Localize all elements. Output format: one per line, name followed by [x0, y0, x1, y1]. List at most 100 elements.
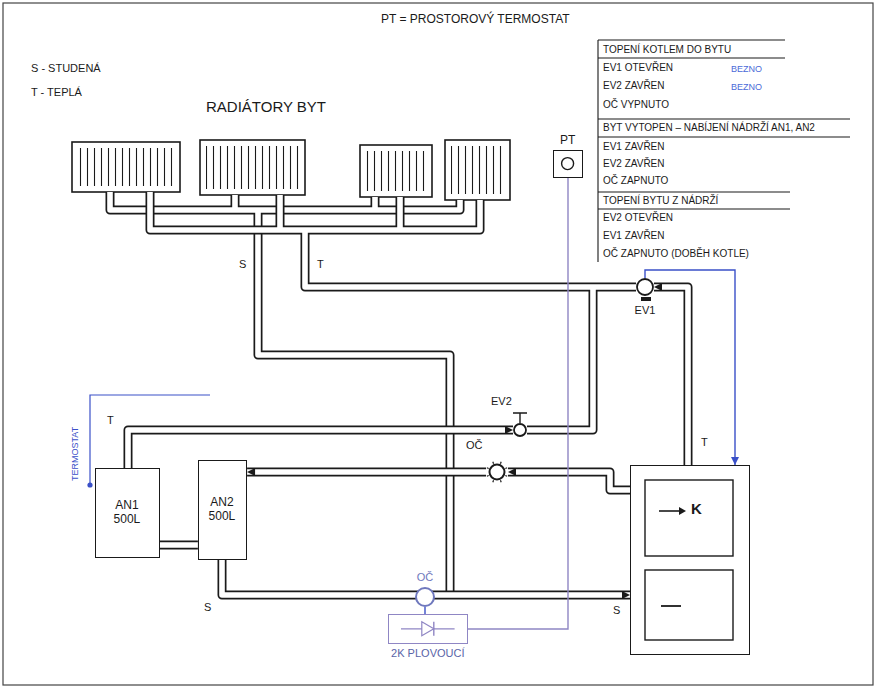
node-outline — [554, 151, 581, 176]
pump-ray — [500, 462, 502, 464]
pipe-label: T — [700, 436, 709, 449]
pipe-label: S — [203, 601, 212, 614]
pipe-bore — [128, 430, 513, 468]
mode-heading: BYT VYTOPEN – NABÍJENÍ NÁDRŽÍ AN1, AN2 — [602, 122, 816, 134]
boiler-door — [645, 480, 733, 556]
storage-tank: AN1 500L — [95, 468, 160, 558]
radiator — [360, 145, 432, 197]
boiler-label: K — [691, 500, 702, 518]
node-outline — [415, 587, 435, 607]
mode-heading: TOPENÍ BYTU Z NÁDRŽÍ — [602, 195, 719, 207]
valve-label: EV2 — [491, 395, 512, 408]
pump-label: OČ — [417, 571, 434, 584]
charging-pipe — [247, 472, 486, 473]
radiator-fins — [78, 148, 174, 186]
boiler: K — [630, 465, 750, 655]
key-note: S - STUDENÁ — [30, 62, 102, 75]
pipe-wall — [654, 287, 688, 465]
storage-tank: AN2 500L — [198, 460, 247, 560]
alt-pump: OČ — [415, 587, 435, 607]
pipe-bore — [160, 542, 198, 548]
note-rules — [598, 40, 850, 262]
pipe-wall — [508, 472, 630, 490]
radiator — [445, 140, 510, 200]
tank-label: AN2 500L — [204, 495, 240, 524]
control-wire — [425, 607, 426, 614]
pump-ray — [487, 475, 489, 477]
solenoid-valve: EV1 — [636, 278, 654, 296]
mode-heading: TOPENÍ KOTLEM DO BYTU — [602, 44, 732, 56]
sensor-label: TERMOSTAT — [70, 426, 81, 482]
pipe-wall — [160, 541, 198, 550]
pump-ray — [505, 475, 507, 477]
boiler-door — [645, 570, 733, 640]
radiator-fins — [451, 146, 504, 194]
valve-label: EV1 — [635, 304, 656, 317]
pipe-label: S — [612, 604, 621, 617]
tank-link-pipe — [160, 545, 198, 546]
pump-label: OČ — [466, 439, 483, 452]
node-outline — [389, 615, 467, 643]
charging-pipe — [508, 472, 630, 490]
pump-ray — [492, 480, 494, 482]
node-outline — [486, 461, 508, 483]
door-handle — [659, 510, 680, 512]
radiator-label: RADIÁTORY BYT — [205, 98, 327, 116]
hot-pipe-bore — [150, 192, 636, 430]
valve-actuator — [641, 297, 651, 301]
pipe-label: S — [238, 258, 247, 271]
pump-ray — [492, 462, 494, 464]
pump-ray — [505, 467, 507, 469]
mode-note: OČ VYPNUTO — [602, 99, 670, 111]
valve-actuator — [513, 413, 527, 423]
pipe-label: T — [316, 258, 325, 271]
sensor-dot — [87, 482, 92, 487]
radiator-fins — [206, 146, 299, 189]
door-handle — [661, 605, 681, 607]
pipe-bore — [654, 287, 688, 465]
pump-body — [490, 465, 505, 480]
pump-body — [416, 588, 434, 606]
valve-note: BEZNO — [730, 82, 763, 93]
pipe-wall — [128, 430, 513, 468]
mode-note: EV1 OTEVŘEN — [602, 62, 674, 74]
wire-line — [424, 607, 425, 614]
pipe-bore — [247, 469, 486, 475]
tank-outlet-pipe — [128, 430, 513, 468]
hot-pipe-wall — [150, 192, 636, 430]
pipe-bore — [508, 472, 630, 490]
door-handle — [679, 507, 686, 515]
mode-note: EV2 ZAVŘEN — [602, 80, 666, 92]
pipe-wall — [247, 468, 486, 477]
node-outline — [631, 466, 747, 652]
room-thermostat: PT — [553, 150, 583, 178]
valve-note: BEZNO — [730, 64, 763, 75]
mode-note: EV1 ZAVŘEN — [602, 141, 666, 153]
radiator-fins — [366, 151, 426, 191]
mode-note: OČ ZAPNUTO (DOBĚH KOTLE) — [602, 248, 750, 260]
mode-note: OČ ZAPNUTO — [602, 175, 669, 187]
diode-symbol — [422, 622, 434, 636]
key-note: T - TEPLÁ — [30, 86, 83, 99]
pipe-label: T — [106, 414, 115, 427]
mode-note: EV2 OTEVŘEN — [602, 212, 674, 224]
control-wire — [468, 178, 568, 629]
circulation-pump: OČ — [486, 461, 508, 483]
relay-label: 2K PLOVOUCÍ — [391, 647, 464, 660]
mode-note: EV2 ZAVŘEN — [602, 158, 666, 170]
radiator — [200, 140, 305, 195]
thermostat-label: PT — [560, 133, 575, 147]
dial — [562, 158, 574, 170]
control-wire — [645, 270, 735, 465]
node-outline — [513, 423, 527, 437]
diode-symbol — [433, 622, 434, 636]
wire-line — [468, 178, 568, 629]
valve-body — [637, 279, 653, 295]
node-outline — [636, 278, 654, 296]
hot-supply-pipe — [654, 287, 688, 465]
valve-body — [514, 424, 526, 436]
pump-ray — [487, 467, 489, 469]
radiator — [72, 142, 180, 192]
page-frame — [3, 3, 873, 685]
